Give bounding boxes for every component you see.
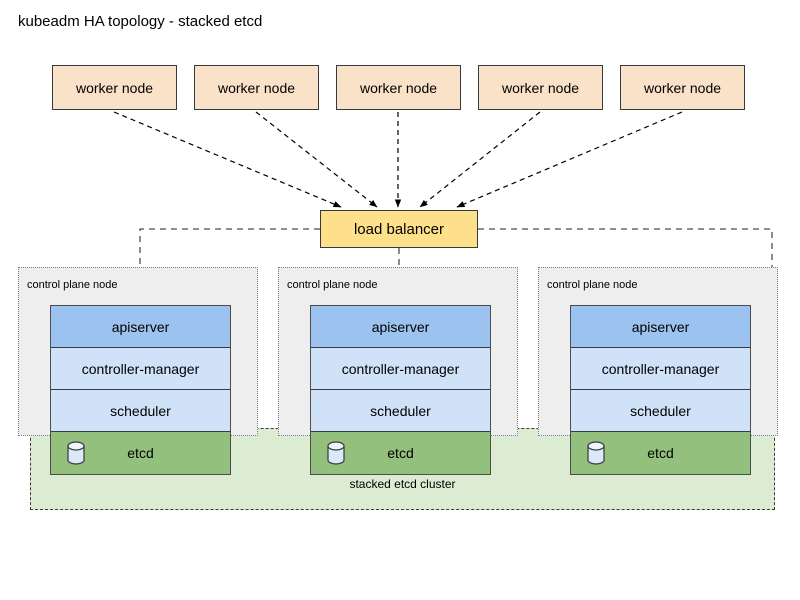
- database-cylinder-icon: [327, 441, 345, 465]
- control-plane-node-label: control plane node: [287, 279, 378, 291]
- apiserver-component[interactable]: apiserver: [311, 306, 490, 348]
- worker-node-label: worker node: [643, 79, 722, 96]
- controller-manager-label: controller-manager: [601, 360, 720, 377]
- worker-node-3[interactable]: worker node: [336, 65, 461, 110]
- controller-manager-component[interactable]: controller-manager: [311, 348, 490, 390]
- controller-manager-component[interactable]: controller-manager: [571, 348, 750, 390]
- scheduler-label: scheduler: [110, 402, 171, 419]
- worker-node-label: worker node: [217, 79, 296, 96]
- worker-node-4[interactable]: worker node: [478, 65, 603, 110]
- load-balancer-label: load balancer: [353, 220, 445, 238]
- worker-node-label: worker node: [75, 79, 154, 96]
- control-plane-component-stack-2: apiserver controller-manager scheduler e…: [310, 305, 491, 475]
- etcd-label: etcd: [387, 445, 414, 461]
- worker-node-label: worker node: [501, 79, 580, 96]
- controller-manager-label: controller-manager: [341, 360, 460, 377]
- worker-node-2[interactable]: worker node: [194, 65, 319, 110]
- database-cylinder-icon: [587, 441, 605, 465]
- control-plane-component-stack-1: apiserver controller-manager scheduler e…: [50, 305, 231, 475]
- etcd-component[interactable]: etcd: [51, 432, 230, 474]
- database-cylinder-icon: [67, 441, 85, 465]
- controller-manager-label: controller-manager: [81, 360, 200, 377]
- page-title: kubeadm HA topology - stacked etcd: [18, 13, 263, 30]
- scheduler-component[interactable]: scheduler: [311, 390, 490, 432]
- load-balancer-node[interactable]: load balancer: [320, 210, 478, 248]
- worker-node-1[interactable]: worker node: [52, 65, 177, 110]
- apiserver-component[interactable]: apiserver: [571, 306, 750, 348]
- etcd-component[interactable]: etcd: [571, 432, 750, 474]
- scheduler-label: scheduler: [370, 402, 431, 419]
- etcd-component[interactable]: etcd: [311, 432, 490, 474]
- apiserver-component[interactable]: apiserver: [51, 306, 230, 348]
- worker-node-5[interactable]: worker node: [620, 65, 745, 110]
- etcd-label: etcd: [127, 445, 154, 461]
- apiserver-label: apiserver: [371, 318, 430, 335]
- scheduler-component[interactable]: scheduler: [571, 390, 750, 432]
- stacked-etcd-cluster-label: stacked etcd cluster: [349, 477, 456, 491]
- control-plane-node-label: control plane node: [547, 279, 638, 291]
- apiserver-label: apiserver: [111, 318, 170, 335]
- etcd-label: etcd: [647, 445, 674, 461]
- control-plane-node-label: control plane node: [27, 279, 118, 291]
- apiserver-label: apiserver: [631, 318, 690, 335]
- control-plane-component-stack-3: apiserver controller-manager scheduler e…: [570, 305, 751, 475]
- controller-manager-component[interactable]: controller-manager: [51, 348, 230, 390]
- scheduler-component[interactable]: scheduler: [51, 390, 230, 432]
- worker-node-label: worker node: [359, 79, 438, 96]
- scheduler-label: scheduler: [630, 402, 691, 419]
